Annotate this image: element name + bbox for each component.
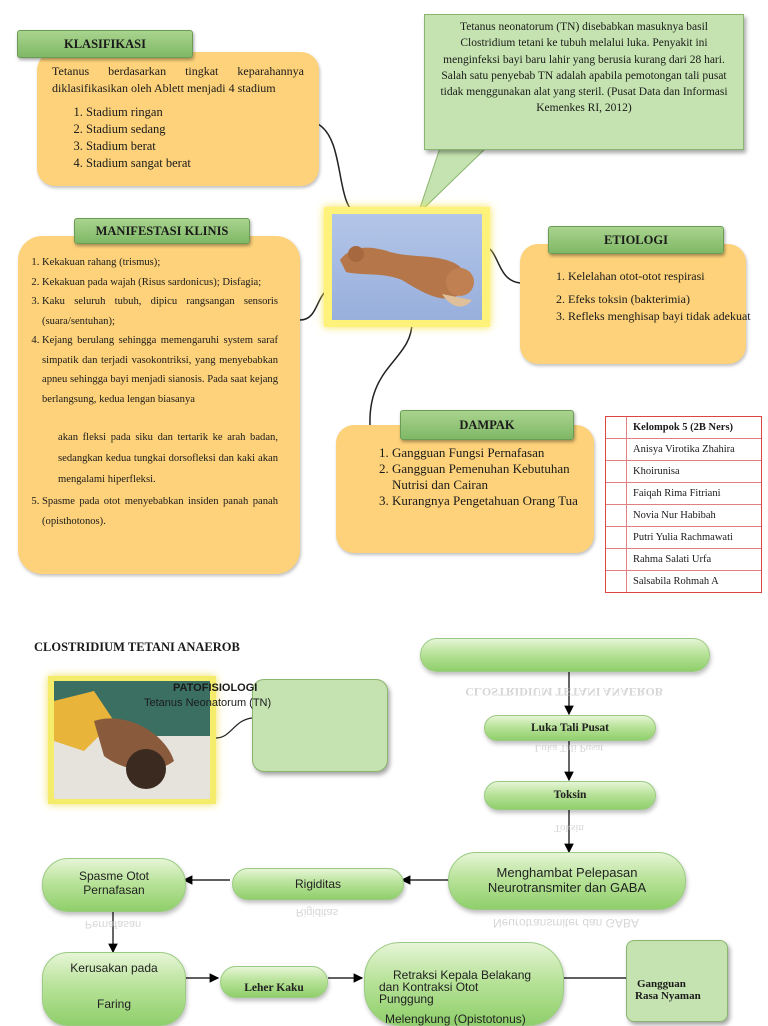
list-item: Stadium sedang — [86, 121, 191, 138]
table-row: Rahma Salati Urfa — [606, 548, 761, 570]
dampak-box — [336, 425, 594, 553]
member-name: Putri Yulia Rachmawati — [633, 532, 733, 543]
patient-photo-image — [54, 681, 210, 799]
flow-node-retraksi-line1: Retraksi Kepala Belakang — [393, 968, 532, 982]
flow-node-top-reflection: CLOSTRIDIUM TETANI ANAEROB — [465, 685, 663, 699]
flow-node-rigiditas: Rigiditas — [232, 868, 404, 900]
list-item: Kaku seluruh tubuh, dipicu rangsangan se… — [42, 292, 278, 331]
manifestasi-title: MANIFESTASI KLINIS — [74, 218, 250, 244]
flow-node-menghambat: Menghambat Pelepasan Neurotransmiter dan… — [448, 852, 686, 910]
table-row: Novia Nur Habibah — [606, 504, 761, 526]
flow-node-retraksi-line3: Punggung — [379, 992, 434, 1006]
patofisiologi-heading: CLOSTRIDIUM TETANI ANAEROB — [34, 640, 240, 654]
flow-node-gangguan-line2: Rasa Nyaman — [635, 990, 701, 1002]
flow-node-gangguan-line1: Gangguan — [637, 978, 686, 990]
list-item: Stadium ringan — [86, 104, 191, 121]
list-item: Kejang berulang sehingga memengaruhi sys… — [42, 331, 278, 409]
table-row: Faiqah Rima Fitriani — [606, 482, 761, 504]
table-row: Salsabila Rohmah A — [606, 570, 761, 592]
flow-node-retraksi: Retraksi Kepala Belakang dan Kontraksi O… — [364, 942, 564, 1026]
flow-node-gangguan-rasa-nyaman: Gangguan Rasa Nyaman — [626, 940, 728, 1022]
klasifikasi-title: KLASIFIKASI — [17, 30, 193, 58]
etiologi-title: ETIOLOGI — [548, 226, 724, 254]
flow-node-kerusakan-line1: Kerusakan pada — [70, 961, 158, 975]
flow-node-spasme-reflection: Pernafasan — [84, 918, 142, 930]
member-name: Novia Nur Habibah — [633, 510, 716, 521]
table-row: Anisya Virotika Zhahira — [606, 438, 761, 460]
infant-image — [324, 207, 490, 327]
list-item: Efeks toksin (bakterimia) — [568, 291, 760, 308]
flow-arrows — [108, 672, 626, 1024]
patofisiologi-subtitle: Tetanus Neonatorum (TN) — [144, 697, 272, 709]
table-row: Kelompok 5 (2B Ners) — [606, 417, 761, 438]
flow-node-luka-tali-pusat: Luka Tali Pusat — [484, 715, 656, 741]
list-item: Kelelahan otot-otot respirasi — [568, 268, 760, 285]
patofisiologi-title: PATOFISIOLOGI — [173, 682, 258, 694]
dampak-list: Gangguan Fungsi Pernafasan Gangguan Peme… — [374, 445, 602, 509]
callout-text: Tetanus neonatorum (TN) disebabkan masuk… — [440, 21, 728, 115]
kelompok-table: Kelompok 5 (2B Ners) Anisya Virotika Zha… — [605, 416, 762, 593]
member-name: Salsabila Rohmah A — [633, 576, 719, 587]
list-item: Kekakuan pada wajah (Risus sardonicus); … — [42, 273, 278, 293]
klasifikasi-list: Stadium ringan Stadium sedang Stadium be… — [68, 104, 191, 172]
patient-photo — [48, 676, 216, 804]
table-row: Putri Yulia Rachmawati — [606, 526, 761, 548]
manifestasi-list: Kekakuan rahang (trismus); Kekakuan pada… — [26, 253, 278, 531]
list-item: Spasme pada otot menyebabkan insiden pan… — [42, 492, 278, 531]
list-item: Kekakuan rahang (trismus); — [42, 253, 278, 273]
flow-node-spasme-line2: Pernafasan — [83, 883, 145, 897]
manifestasi-continued: akan fleksi pada siku dan tertarik ke ar… — [58, 432, 278, 485]
flow-node-menghambat-line2: Neurotransmiter dan GABA — [487, 880, 647, 895]
dampak-title: DAMPAK — [400, 410, 574, 440]
flow-node-menghambat-reflection: Neurotransmiter dan GABA — [492, 916, 640, 930]
flow-node-luka-reflection: Luka Tali Pusat — [534, 742, 604, 754]
flow-node-spasme-line1: Spasme Otot — [78, 869, 150, 883]
flow-node-kerusakan-line2: Faring — [96, 997, 131, 1011]
etiologi-list: Kelelahan otot-otot respirasi Efeks toks… — [548, 268, 760, 325]
patofisiologi-box — [252, 679, 388, 772]
member-name: Anisya Virotika Zhahira — [633, 444, 735, 455]
flow-node-rigiditas-reflection: Rigiditas — [295, 906, 339, 918]
list-item: Stadium berat — [86, 138, 191, 155]
klasifikasi-intro: Tetanus berdasarkan tingkat keparahannya… — [52, 64, 304, 95]
member-name: Faiqah Rima Fitriani — [633, 488, 721, 499]
member-name: Khoirunisa — [633, 466, 680, 477]
member-name: Rahma Salati Urfa — [633, 554, 712, 565]
list-item: Gangguan Fungsi Pernafasan — [392, 445, 602, 461]
flow-node-spasme-otot: Spasme Otot Pernafasan — [42, 858, 186, 912]
list-item: Stadium sangat berat — [86, 155, 191, 172]
list-item: Refleks menghisap bayi tidak adekuat — [568, 308, 760, 325]
klasifikasi-box — [37, 52, 319, 186]
flow-node-top — [420, 638, 710, 672]
kelompok-title: Kelompok 5 (2B Ners) — [633, 422, 734, 433]
table-row: Khoirunisa — [606, 460, 761, 482]
photo-connector — [216, 717, 253, 739]
etiologi-box — [520, 244, 746, 364]
flow-node-retraksi-line2: dan Kontraksi Otot — [379, 980, 479, 994]
infant-illustration — [332, 214, 482, 320]
flow-node-kerusakan-faring: Kerusakan pada Faring — [42, 952, 186, 1026]
flow-node-toksin-reflection: Toksin — [554, 822, 584, 834]
flow-node-leher-kaku: Leher Kaku — [220, 966, 328, 998]
callout-box: Tetanus neonatorum (TN) disebabkan masuk… — [424, 14, 744, 150]
list-item: Gangguan Pemenuhan Kebutuhan Nutrisi dan… — [392, 461, 602, 493]
flow-node-retraksi-line4: Melengkung (Opistotonus) — [385, 1012, 526, 1026]
manifestasi-box — [18, 236, 300, 574]
flow-node-toksin: Toksin — [484, 781, 656, 810]
flow-node-menghambat-line1: Menghambat Pelepasan — [496, 865, 638, 880]
list-item: Kurangnya Pengetahuan Orang Tua — [392, 493, 602, 509]
